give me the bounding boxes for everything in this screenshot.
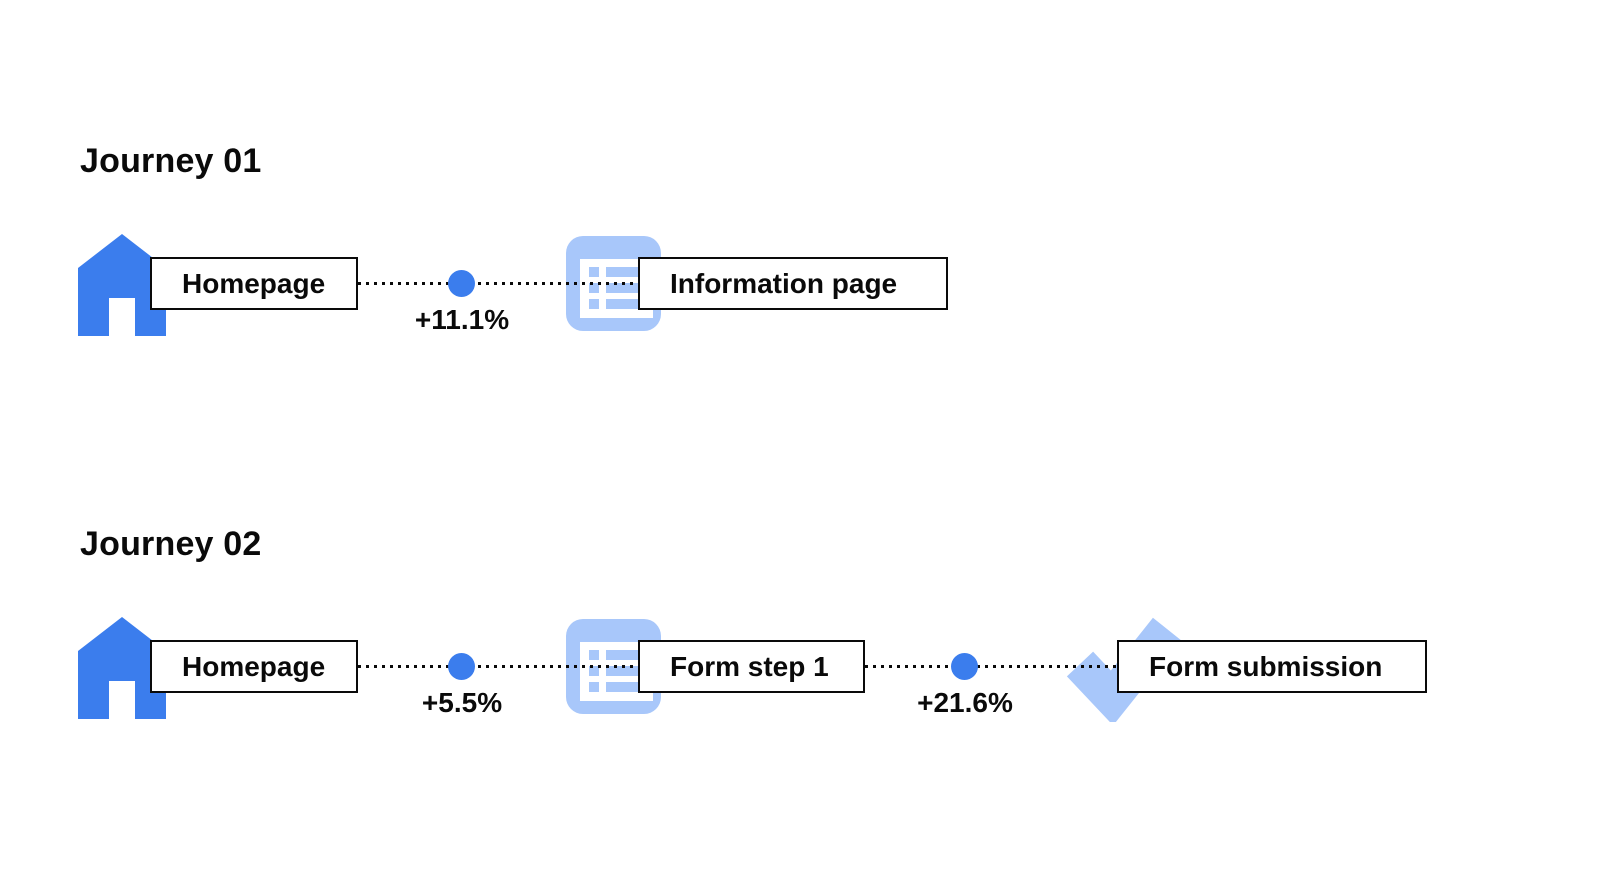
transition-dot [448,270,475,297]
journey-02-title: Journey 02 [80,525,262,563]
node-label: Form submission [1149,650,1383,682]
transition-value: +21.6% [917,687,1013,718]
node-label: Form step 1 [670,650,829,682]
transition-dot [951,653,978,680]
node-form-submission: Form submission [1117,640,1427,693]
home-icon [78,617,166,719]
node-homepage: Homepage [150,257,358,310]
node-label: Information page [670,267,898,299]
node-form-step-1: Form step 1 [638,640,865,693]
connector-line [865,665,1117,668]
node-label: Homepage [182,267,326,299]
journey-01-title: Journey 01 [80,142,262,180]
node-information-page: Information page [638,257,948,310]
connector-line [358,282,638,285]
connector-line [358,665,638,668]
transition-value: +5.5% [421,687,503,718]
node-label: Homepage [182,650,326,682]
home-icon [78,234,166,336]
node-homepage: Homepage [150,640,358,693]
transition-value: +11.1% [414,304,510,335]
transition-dot [448,653,475,680]
